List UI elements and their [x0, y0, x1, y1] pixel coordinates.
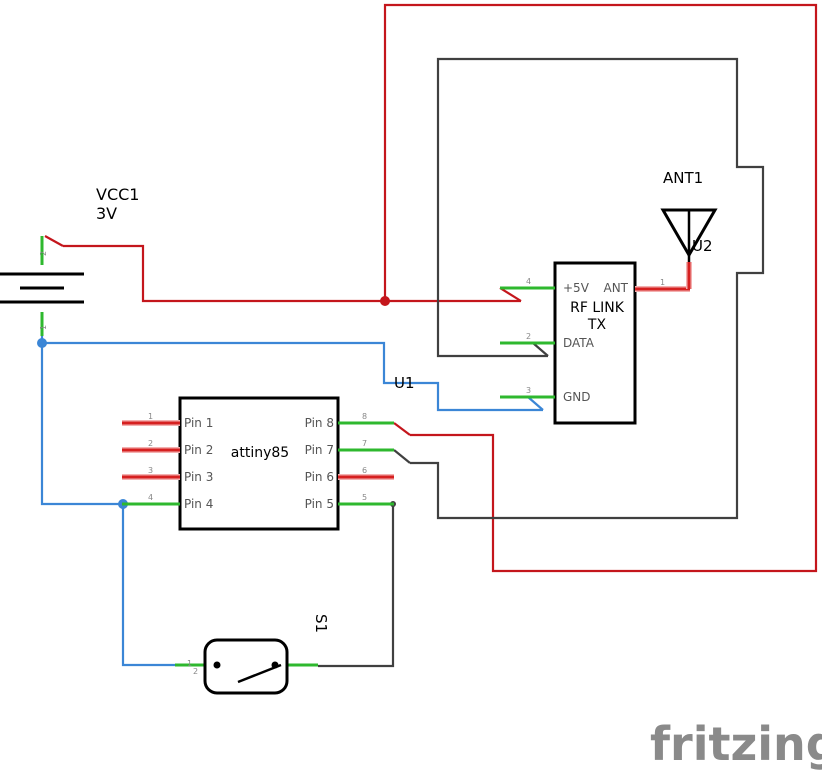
wire-vcc[interactable]: [63, 3, 818, 573]
switch-pin-a: 1: [187, 659, 192, 668]
mcu-pin-label-8: Pin 8: [305, 416, 334, 430]
mcu-pin-label-2: Pin 2: [184, 443, 213, 457]
mcu-pin-label-3: Pin 3: [184, 470, 213, 484]
switch-s1[interactable]: 1 2: [175, 638, 318, 695]
junction-gnd-top: [37, 338, 47, 348]
mcu-pin-num-2: 2: [148, 439, 153, 448]
rf-pin-label-ant: ANT: [603, 281, 628, 295]
wire-gnd-switch[interactable]: [121, 504, 180, 667]
wire-gnd-diag[interactable]: [527, 396, 544, 411]
mcu-pin-label-1: Pin 1: [184, 416, 213, 430]
battery-value: 3V: [96, 204, 117, 223]
wire-pin7-diag[interactable]: [393, 449, 411, 464]
wire-batt-diag[interactable]: [44, 235, 64, 247]
mcu-pin-num-8: 8: [362, 412, 367, 421]
wire-pin8-diag[interactable]: [393, 422, 411, 436]
wire-data-diag[interactable]: [532, 342, 549, 357]
wire-switch[interactable]: [318, 504, 395, 668]
mcu-pin-label-7: Pin 7: [305, 443, 334, 457]
rf-pin-label-5v: +5V: [563, 281, 590, 295]
u1-label: U1: [394, 374, 415, 392]
u2-label: U2: [692, 237, 713, 255]
mcu-pin-num-6: 6: [362, 466, 367, 475]
wire-data[interactable]: [410, 57, 765, 520]
mcu-body: [178, 396, 340, 531]
antenna-ant1[interactable]: [660, 208, 718, 289]
mcu-pin-num-1: 1: [148, 412, 153, 421]
rf-pin-num-3: 3: [526, 386, 531, 395]
rf-title-line2: TX: [587, 317, 607, 333]
mcu-pin-num-3: 3: [148, 466, 153, 475]
junction-vcc: [380, 296, 390, 306]
rf-pin-label-data: DATA: [563, 336, 595, 350]
rf-pin-num-4: 4: [526, 277, 531, 286]
mcu-attiny85[interactable]: 1 2 3 4 8 7 6 5 Pin 1 Pin 2 Pin 3 Pin 4 …: [122, 396, 394, 531]
wire-gnd[interactable]: [42, 341, 543, 412]
mcu-pin-num-7: 7: [362, 439, 367, 448]
switch-pin-b: 2: [193, 667, 198, 676]
rf-pin-label-gnd: GND: [563, 390, 591, 404]
switch-ref: S1: [312, 614, 330, 633]
rf-title-line1: RF LINK: [570, 300, 625, 316]
switch-contact-left: [213, 661, 221, 669]
mcu-pin-num-5: 5: [362, 493, 367, 502]
rf-pin-num-2: 2: [526, 332, 531, 341]
mcu-pin-label-5: Pin 5: [305, 497, 334, 511]
fritzing-logo: fritzing: [650, 717, 822, 771]
battery-pin-bottom-num: 1: [39, 325, 48, 330]
rf-link-tx[interactable]: 4 2 3 1 +5V DATA GND ANT RF LINK TX: [500, 261, 690, 425]
wire-vcc-diag[interactable]: [499, 287, 522, 302]
battery-pin-top-num: 2: [39, 251, 48, 256]
antenna-ref: ANT1: [663, 169, 703, 187]
switch-body: [203, 638, 289, 695]
rf-pin-num-ant: 1: [660, 278, 665, 287]
mcu-pin-label-4: Pin 4: [184, 497, 213, 511]
mcu-pin-label-6: Pin 6: [305, 470, 334, 484]
mcu-pin-num-4: 4: [148, 493, 153, 502]
mcu-name: attiny85: [231, 445, 289, 461]
switch-lever: [237, 663, 282, 684]
rf-body: [553, 261, 637, 425]
battery-vcc1[interactable]: 2 1: [0, 236, 84, 336]
battery-ref: VCC1: [96, 185, 139, 204]
